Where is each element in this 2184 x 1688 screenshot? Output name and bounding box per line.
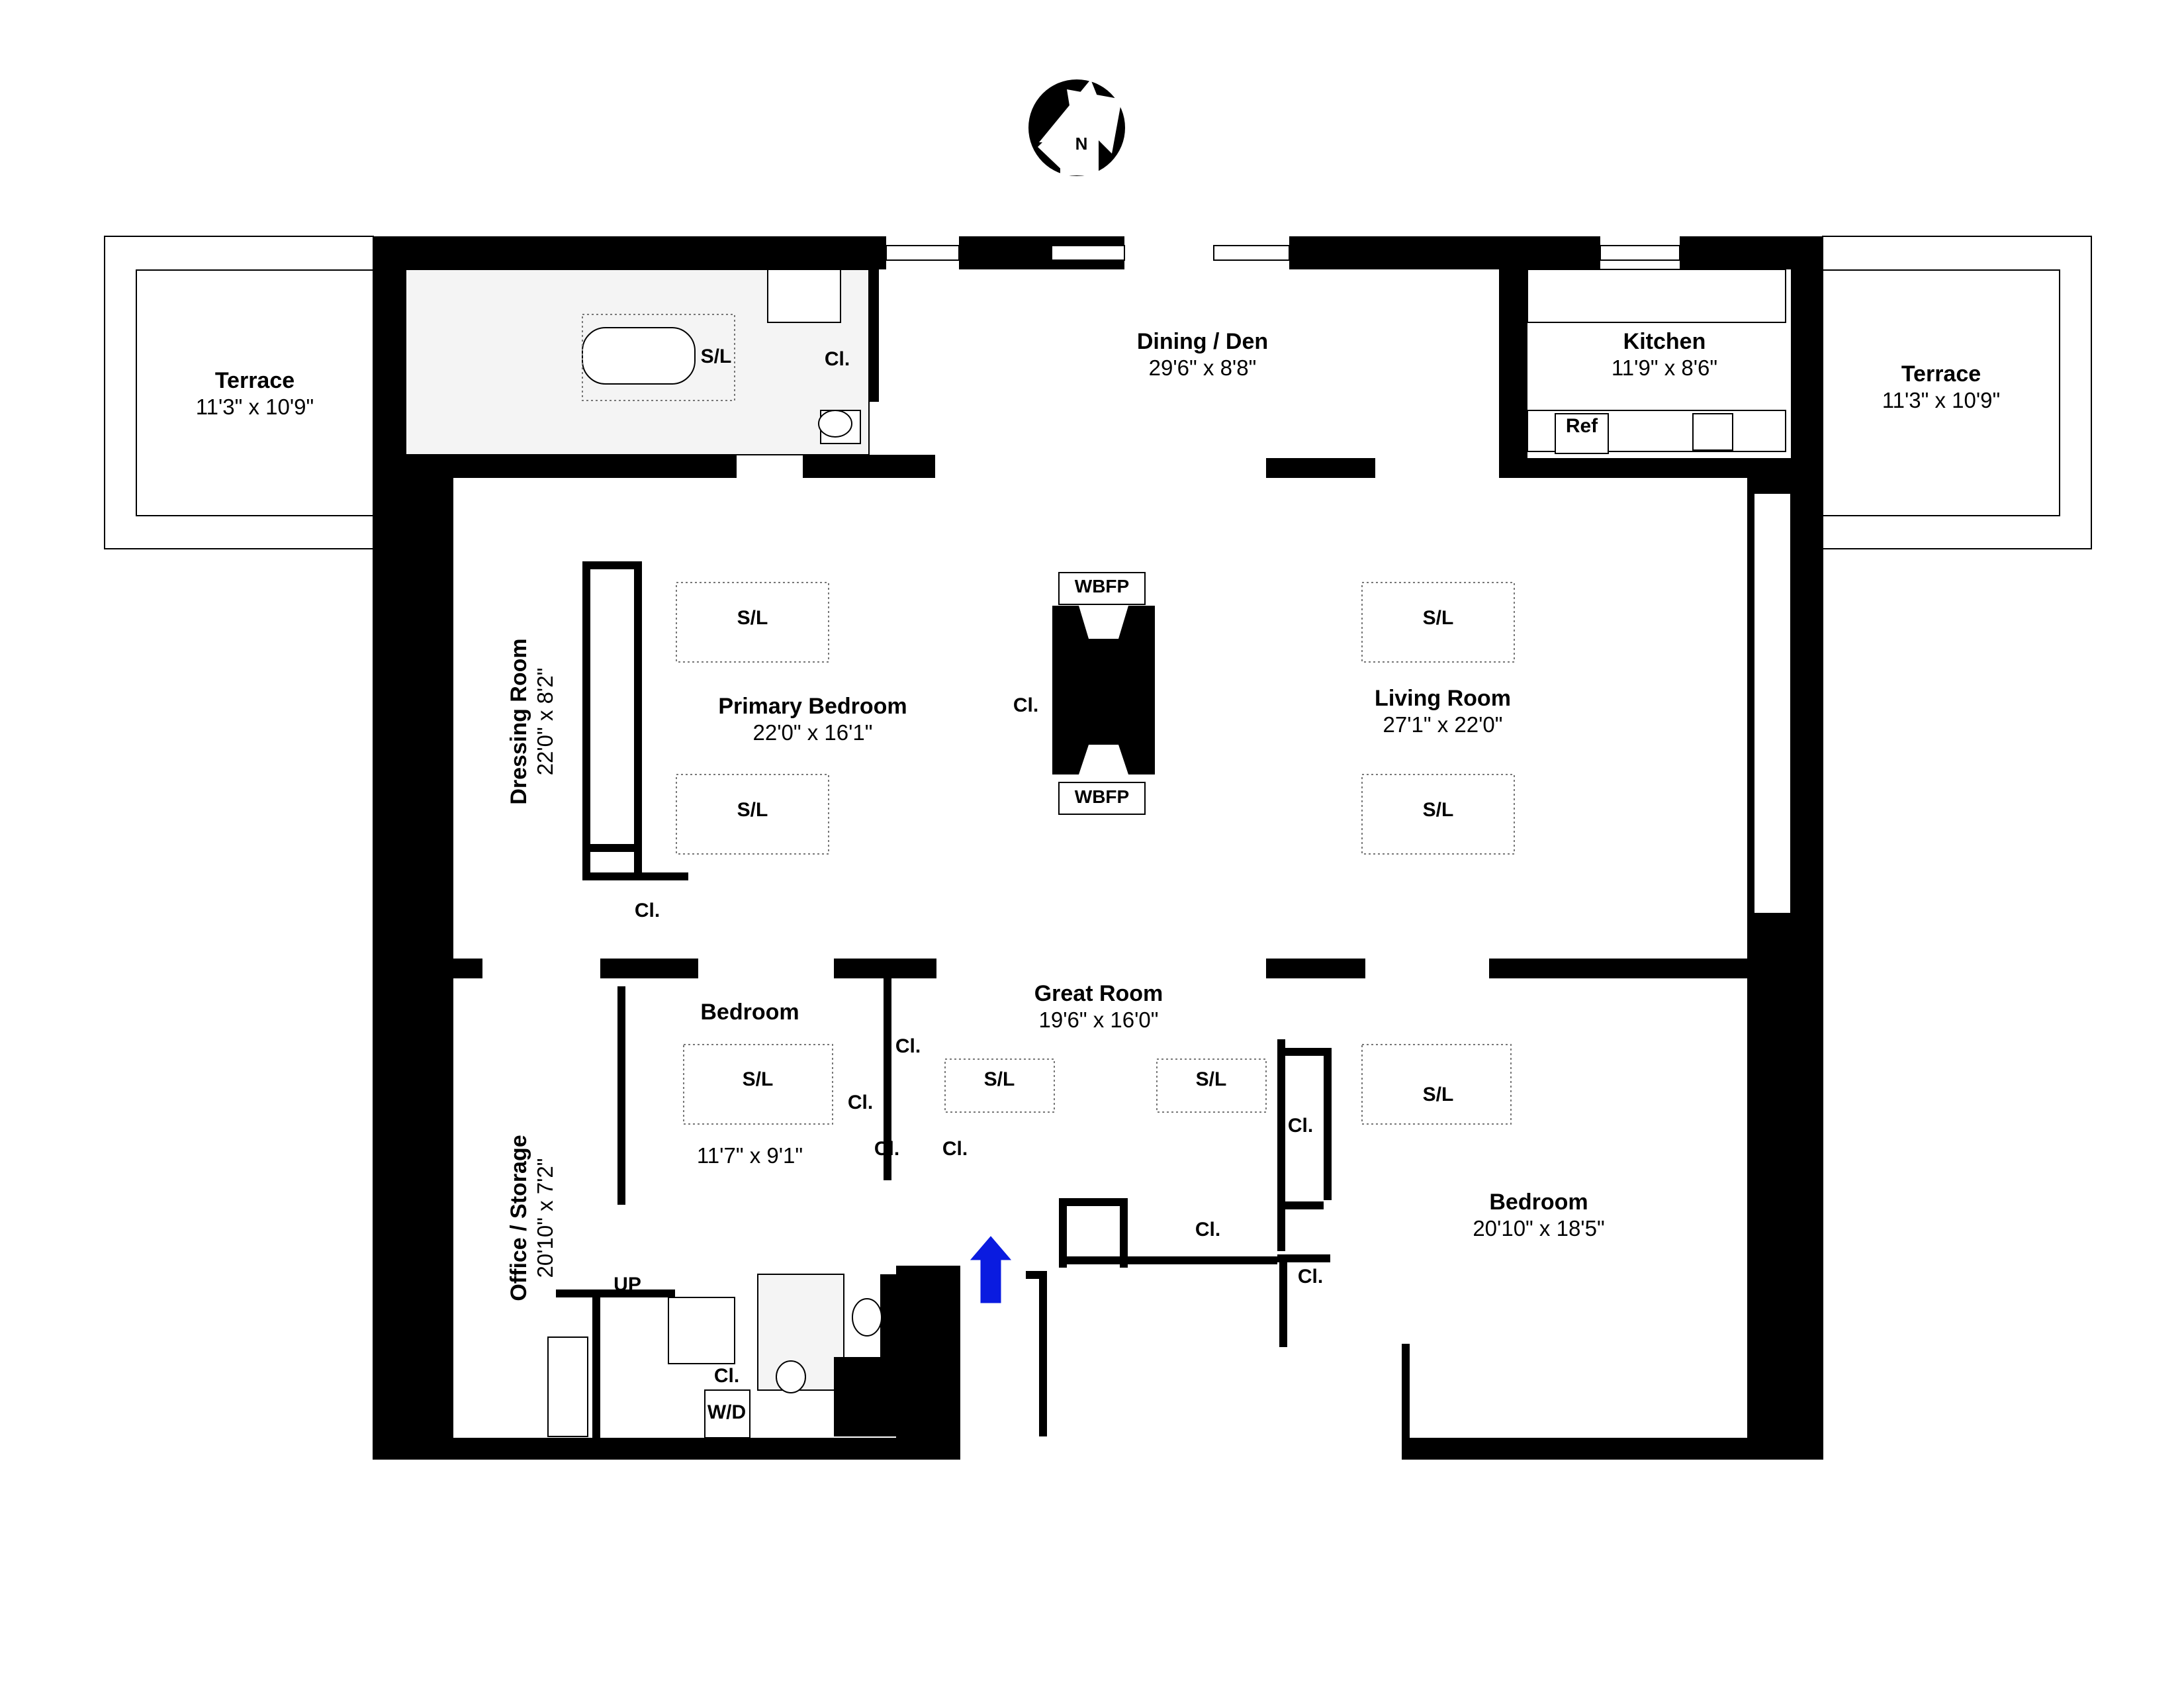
svg-text:Great Room: Great Room — [1034, 981, 1163, 1006]
fireplace-label: WBFP — [1075, 576, 1129, 596]
fireplace-core — [1052, 572, 1155, 815]
closet-label: Cl. — [942, 1138, 968, 1160]
room-label-bedroom-small: Bedroom 11'7" x 9'1" — [697, 1000, 803, 1168]
skylight-label: S/L — [1423, 607, 1454, 629]
closet-label: Cl. — [418, 767, 443, 789]
room-label-living-room: Living Room 27'1" x 22'0" — [1375, 686, 1511, 737]
skylight-label: S/L — [737, 607, 768, 629]
den-wall-segment — [1266, 458, 1375, 478]
room-label-dining-den: Dining / Den 29'6" x 8'8" — [1137, 329, 1268, 380]
room-label-dressing-room: Dressing Room 22'0" x 8'2" — [506, 638, 557, 804]
svg-text:22'0" x 8'2": 22'0" x 8'2" — [533, 668, 557, 776]
svg-text:11'9" x 8'6": 11'9" x 8'6" — [1612, 355, 1717, 380]
svg-text:20'10" x 7'2": 20'10" x 7'2" — [533, 1158, 557, 1278]
windows-top — [886, 245, 1680, 261]
svg-text:27'1" x 22'0": 27'1" x 22'0" — [1383, 712, 1503, 737]
svg-text:11'3" x 10'9": 11'3" x 10'9" — [196, 395, 314, 419]
primary-bath — [373, 269, 935, 478]
north-arrow-icon: N — [1028, 79, 1125, 176]
svg-text:Bedroom: Bedroom — [700, 1000, 799, 1025]
skylight-label: S/L — [984, 1068, 1015, 1090]
svg-text:Primary Bedroom: Primary Bedroom — [718, 694, 907, 719]
closet-label: Cl. — [418, 872, 443, 894]
closet-label: Cl. — [1195, 1219, 1220, 1241]
closet-label: Cl. — [418, 552, 443, 574]
svg-text:29'6" x 8'8": 29'6" x 8'8" — [1149, 355, 1257, 380]
closet-label: Cl. — [714, 1365, 739, 1387]
room-label-primary-bedroom: Primary Bedroom 22'0" x 16'1" — [718, 694, 907, 745]
closet-label: Cl. — [895, 1035, 921, 1057]
entry-arrow-icon — [970, 1236, 1012, 1303]
skylight-label: S/L — [1196, 1068, 1227, 1090]
svg-text:Bedroom: Bedroom — [1489, 1190, 1588, 1215]
closet-label: Cl. — [848, 1092, 873, 1113]
room-label-great-room: Great Room 19'6" x 16'0" — [1034, 981, 1163, 1032]
svg-text:11'7" x 9'1": 11'7" x 9'1" — [697, 1143, 803, 1168]
closet-label: Cl. — [1298, 1266, 1323, 1288]
svg-text:20'10" x 18'5": 20'10" x 18'5" — [1473, 1216, 1604, 1241]
closet-label: Cl. — [1288, 1115, 1313, 1137]
svg-text:Living Room: Living Room — [1375, 686, 1511, 711]
skylight-label: S/L — [1423, 1084, 1454, 1105]
interior-walls — [453, 561, 1747, 1460]
svg-text:Terrace: Terrace — [215, 368, 295, 393]
skylight-label: S/L — [743, 1068, 774, 1090]
closet-label: Cl. — [418, 1266, 443, 1288]
skylight-label: S/L — [701, 346, 732, 367]
room-label-bedroom-large: Bedroom 20'10" x 18'5" — [1473, 1190, 1604, 1241]
svg-text:Office / Storage: Office / Storage — [506, 1135, 531, 1301]
closet-label: Cl. — [418, 1055, 443, 1077]
closet-label: Cl. — [418, 1355, 443, 1377]
svg-text:22'0" x 16'1": 22'0" x 16'1" — [753, 720, 873, 745]
closet-label: Cl. — [1751, 1044, 1776, 1066]
room-label-office-storage: Office / Storage 20'10" x 7'2" — [506, 1135, 557, 1301]
room-label-terrace-west: Terrace 11'3" x 10'9" — [196, 368, 314, 419]
stairs-up-label: UP — [614, 1274, 641, 1295]
skylight-label: S/L — [737, 799, 768, 821]
svg-text:19'6" x 16'0": 19'6" x 16'0" — [1039, 1008, 1159, 1032]
closet-label: Cl. — [418, 1164, 443, 1186]
closet-label: Cl. — [418, 658, 443, 680]
closet-label: Cl. — [1751, 1141, 1776, 1163]
refrigerator-label: Ref — [1566, 415, 1598, 437]
room-label-terrace-east: Terrace 11'3" x 10'9" — [1882, 361, 2001, 412]
closet-label: Cl. — [1751, 1259, 1776, 1281]
svg-text:Dining / Den: Dining / Den — [1137, 329, 1268, 354]
fireplace-label: WBFP — [1075, 786, 1129, 807]
svg-text:Dressing Room: Dressing Room — [506, 638, 531, 804]
closet-label: Cl. — [825, 348, 850, 370]
closet-label: Cl. — [1013, 694, 1038, 716]
svg-text:11'3" x 10'9": 11'3" x 10'9" — [1882, 388, 2001, 412]
svg-text:Terrace: Terrace — [1901, 361, 1981, 387]
washer-dryer-label: W/D — [707, 1401, 746, 1423]
closet-label: Cl. — [635, 900, 660, 921]
closet-label: Cl. — [1751, 1355, 1776, 1377]
windows-right — [1753, 492, 1792, 914]
room-label-kitchen: Kitchen 11'9" x 8'6" — [1612, 329, 1717, 380]
kitchen-layout — [1499, 269, 1791, 478]
compass-label: N — [1075, 134, 1088, 154]
skylights — [582, 314, 1515, 1125]
closet-label: Cl. — [874, 1138, 899, 1160]
skylight-label: S/L — [1423, 799, 1454, 821]
fixture-labels: Cl. Cl. Cl. Cl. Cl. Cl. Cl. Cl. Cl. Cl. Cl. Cl. Cl. C… — [418, 346, 1776, 1423]
utility-area — [547, 1274, 913, 1438]
svg-text:Kitchen: Kitchen — [1623, 329, 1706, 354]
